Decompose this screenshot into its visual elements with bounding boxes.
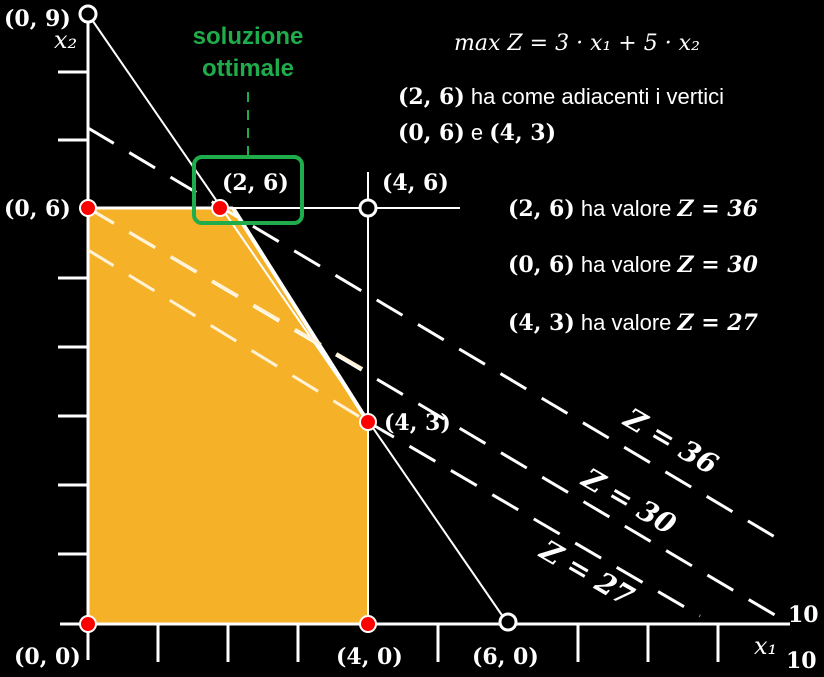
value-line-30: (0, 6) ha valore Z = 30 (508, 252, 759, 278)
label-4-3: (4, 3) (384, 410, 451, 436)
optimal-solution-box (192, 155, 304, 225)
vertex-4-6 (358, 198, 378, 218)
adj-text-1: ha come adiacenti i vertici (465, 84, 724, 109)
iso-label-z36: Z = 36 (618, 401, 724, 481)
iso-line-z30-inner (87, 206, 369, 374)
adj-point-4-3: (4, 3) (489, 120, 556, 146)
vertex-4-0 (359, 615, 377, 633)
x-max-label-top: 10 (788, 602, 819, 628)
label-4-0: (4, 0) (336, 644, 403, 670)
value-line-36: (2, 6) ha valore Z = 36 (508, 196, 758, 222)
y-axis-ticks (58, 70, 88, 556)
objective-function: max Z = 3 · x₁ + 5 · x₂ (454, 31, 700, 56)
value-z: Z = 36 (677, 196, 758, 222)
label-0-9: (0, 9) (4, 6, 71, 32)
feasible-region (88, 208, 368, 624)
adjacency-line1: (2, 6) ha come adiacenti i vertici (398, 84, 724, 110)
value-line-27: (4, 3) ha valore Z = 27 (508, 310, 759, 336)
x-max-label-bottom: 10 (786, 648, 817, 674)
y-axis-label: x₂ (54, 26, 77, 54)
label-4-6: (4, 6) (382, 170, 449, 196)
value-z: Z = 30 (677, 252, 759, 278)
vertex-4-3 (359, 413, 377, 431)
feasible-edge (231, 206, 370, 424)
iso-line-z30-outer (87, 206, 791, 626)
adjacency-line2: (0, 6) e (4, 3) (398, 120, 556, 146)
iso-line-z27-outer (367, 420, 701, 618)
constraint-line-9-6 (87, 13, 509, 625)
optimal-label-line1: soluzione (193, 23, 304, 50)
value-text: ha valore (575, 310, 678, 335)
vertex-6-0 (498, 612, 518, 632)
value-text: ha valore (575, 196, 678, 221)
x-axis-ticks (156, 624, 720, 662)
value-z: Z = 27 (677, 310, 759, 336)
adj-point-2-6: (2, 6) (398, 84, 465, 110)
value-point: (2, 6) (508, 196, 575, 222)
value-point: (4, 3) (508, 310, 575, 336)
adj-point-0-6: (0, 6) (398, 120, 465, 146)
vertex-0-9 (78, 4, 98, 24)
optimal-label-line2: ottimale (202, 55, 294, 82)
adj-text-e: e (465, 120, 489, 145)
value-point: (0, 6) (508, 252, 575, 278)
label-0-6: (0, 6) (4, 196, 71, 222)
value-text: ha valore (575, 252, 678, 277)
label-2-6: (2, 6) (222, 170, 289, 196)
iso-line-z36 (87, 126, 781, 542)
iso-line-z27 (87, 248, 369, 424)
vertex-0-0 (79, 615, 97, 633)
vertex-0-6 (79, 199, 97, 217)
label-6-0: (6, 0) (472, 644, 539, 670)
vertex-2-6 (211, 199, 229, 217)
label-0-0: (0, 0) (14, 644, 81, 670)
x-axis-label: x₁ (754, 632, 777, 660)
